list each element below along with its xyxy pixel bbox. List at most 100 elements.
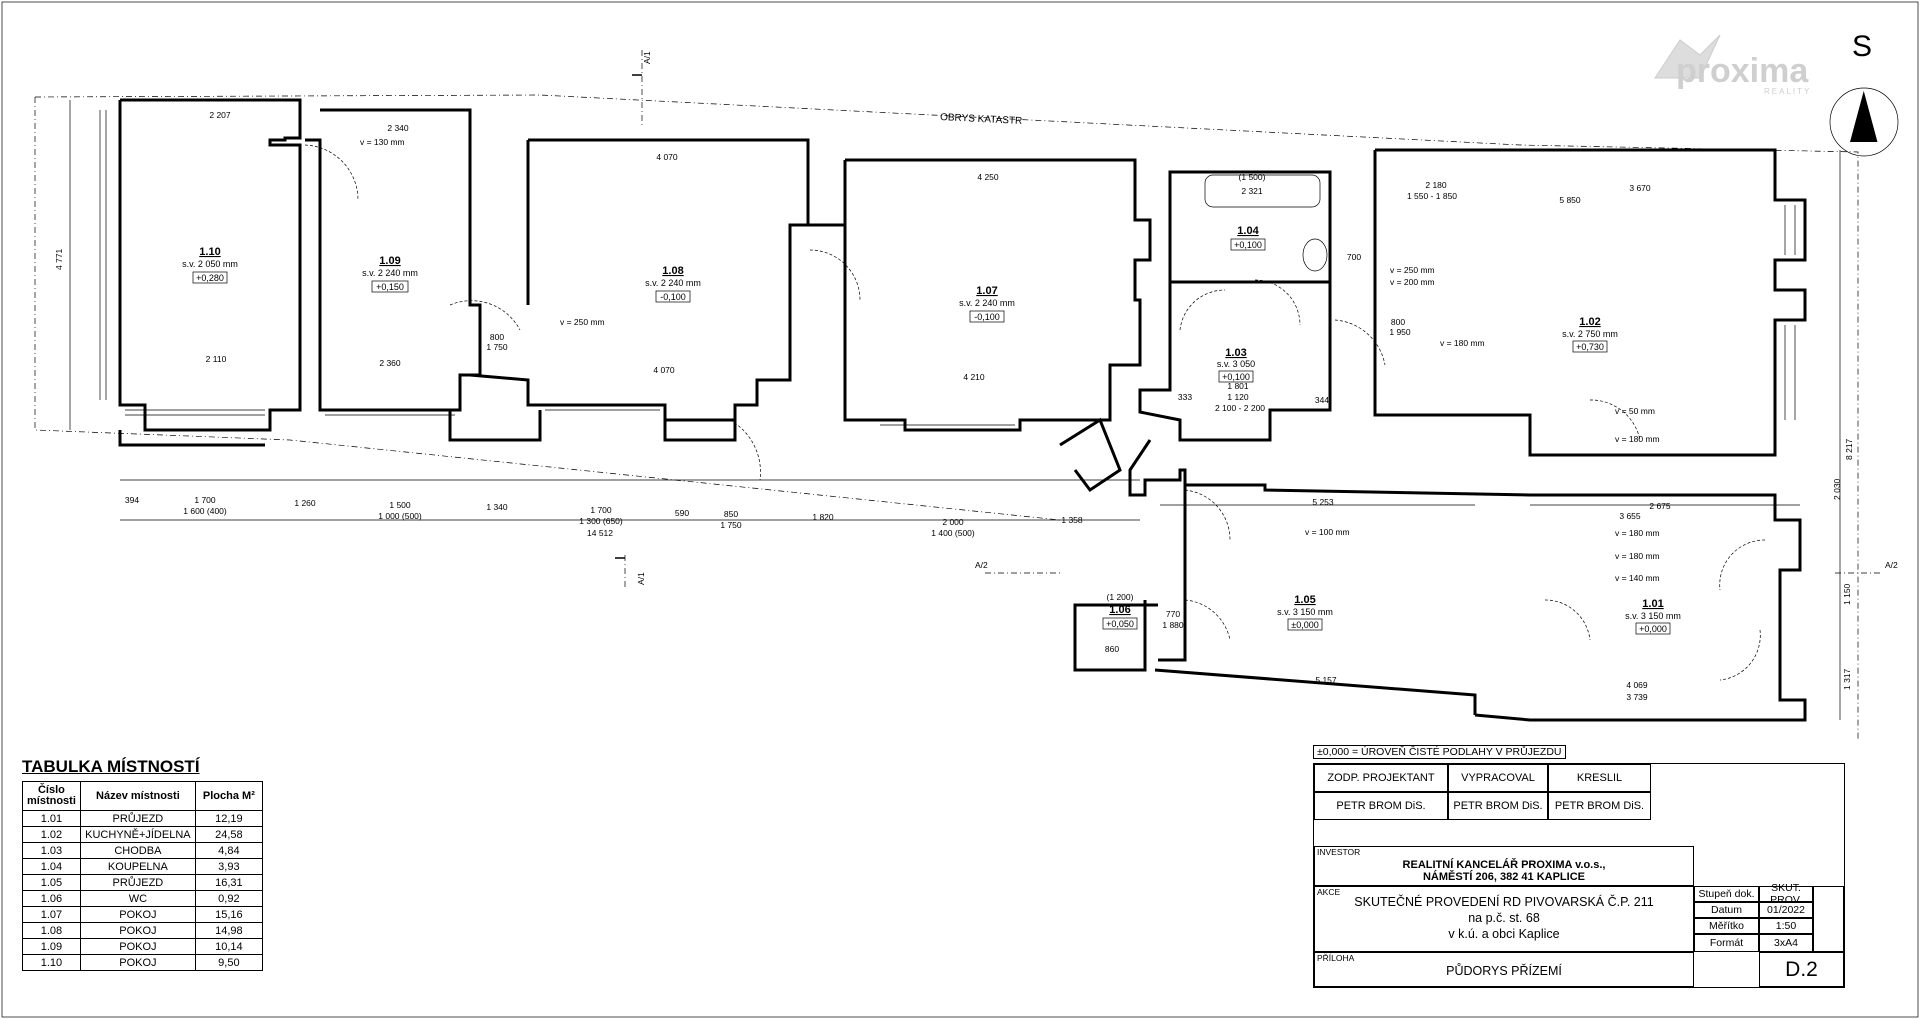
room-table: TABULKA MÍSTNOSTÍ Číslo místnosti Název …	[22, 757, 263, 971]
svg-text:1 820: 1 820	[812, 512, 834, 522]
investor-label: INVESTOR	[1317, 847, 1361, 857]
svg-text:v = 180 mm: v = 180 mm	[1440, 338, 1485, 348]
svg-text:4 070: 4 070	[653, 365, 675, 375]
svg-text:+0,730: +0,730	[1576, 342, 1604, 352]
svg-text:1 750: 1 750	[720, 520, 742, 530]
svg-text:1.06: 1.06	[1109, 604, 1130, 616]
room-number-cell: 1.03	[22, 842, 81, 859]
svg-text:4 771: 4 771	[54, 248, 64, 270]
svg-text:s.v. 3 050: s.v. 3 050	[1217, 359, 1255, 369]
room-area-cell: 9,50	[194, 954, 263, 971]
hdr-kreslil: KRESLIL	[1548, 764, 1651, 792]
investor-line-1: REALITNÍ KANCELÁŘ PROXIMA v.o.s.,	[1402, 859, 1606, 871]
logo-brand: proxima	[1676, 52, 1809, 90]
svg-text:1.10: 1.10	[199, 246, 220, 258]
priloha-label: PŘÍLOHA	[1317, 953, 1355, 963]
svg-text:1 317: 1 317	[1842, 668, 1852, 690]
svg-text:1 700: 1 700	[590, 505, 612, 515]
svg-text:1 260: 1 260	[294, 498, 316, 508]
svg-text:394: 394	[125, 495, 139, 505]
room-number-cell: 1.02	[22, 826, 81, 843]
svg-text:4 069: 4 069	[1626, 680, 1648, 690]
room-table-grid: Číslo místnosti Název místnosti Plocha M…	[22, 781, 263, 971]
svg-text:1 120: 1 120	[1227, 392, 1249, 402]
room-name-cell: KUCHYNĚ+JÍDELNA	[79, 826, 196, 843]
akce-cell	[1314, 886, 1694, 952]
svg-text:(1 500): (1 500)	[1239, 172, 1266, 182]
svg-text:333: 333	[1178, 392, 1192, 402]
hdr-vypracoval: VYPRACOVAL	[1448, 764, 1548, 792]
svg-text:770: 770	[1166, 609, 1180, 619]
title-block: ZODP. PROJEKTANT VYPRACOVAL KRESLIL PETR…	[1313, 763, 1845, 988]
bath-fixtures	[1204, 174, 1328, 272]
svg-text:2 000: 2 000	[942, 517, 964, 527]
datum-value: 01/2022	[1759, 902, 1813, 918]
akce-label: AKCE	[1317, 887, 1341, 897]
svg-text:1 400 (500): 1 400 (500)	[931, 528, 975, 538]
svg-text:860: 860	[1105, 644, 1119, 654]
svg-text:800: 800	[490, 332, 504, 342]
akce-line-3: v k.ú. a obci Kaplice	[1448, 927, 1560, 941]
obrys-label: OBRYS KATASTR	[940, 112, 1023, 127]
room-number-cell: 1.06	[22, 890, 81, 907]
meritko-value: 1:50	[1759, 918, 1813, 934]
room-area-cell: 4,84	[194, 842, 263, 859]
format-value: 3xA4	[1759, 934, 1813, 952]
svg-text:1 300 (650): 1 300 (650)	[579, 516, 623, 526]
svg-text:850: 850	[724, 509, 738, 519]
svg-text:+0,050: +0,050	[1106, 619, 1134, 629]
svg-text:v = 250 mm: v = 250 mm	[1390, 265, 1435, 275]
investor-line-2: NÁMĚSTÍ 206, 382 41 KAPLICE	[1422, 871, 1585, 883]
svg-text:1 801: 1 801	[1227, 381, 1249, 391]
header-room-name: Název místnosti	[79, 781, 196, 811]
svg-text:344: 344	[1315, 395, 1329, 405]
val-projektant: PETR BROM DiS.	[1314, 792, 1448, 820]
svg-text:-0,100: -0,100	[974, 312, 1000, 322]
svg-text:1.04: 1.04	[1237, 225, 1259, 237]
svg-text:v = 180 mm: v = 180 mm	[1615, 551, 1660, 561]
svg-text:v = 180 mm: v = 180 mm	[1615, 528, 1660, 538]
room-name-cell: POKOJ	[79, 906, 196, 923]
svg-text:1 500: 1 500	[389, 500, 411, 510]
svg-text:v = 180 mm: v = 180 mm	[1615, 434, 1660, 444]
svg-text:1 000 (500): 1 000 (500)	[378, 511, 422, 521]
svg-text:1.02: 1.02	[1579, 316, 1600, 328]
svg-text:590: 590	[675, 508, 689, 518]
room-name-cell: CHODBA	[79, 842, 196, 859]
room-number-cell: 1.07	[22, 906, 81, 923]
svg-text:(1 200): (1 200)	[1107, 592, 1134, 602]
svg-text:8 217: 8 217	[1844, 438, 1854, 460]
priloha-cell	[1314, 952, 1694, 987]
svg-text:1 550 - 1 850: 1 550 - 1 850	[1407, 191, 1457, 201]
room-label-1-06: 1.06 +0,050	[1102, 604, 1138, 630]
room-name-cell: PRŮJEZD	[79, 874, 196, 891]
svg-text:v = 100 mm: v = 100 mm	[1305, 527, 1350, 537]
svg-text:2 360: 2 360	[379, 358, 401, 368]
proxima-logo: proxima REALITY	[1654, 34, 1809, 96]
room-name-cell: KOUPELNA	[79, 858, 196, 875]
format-label: Formát	[1694, 934, 1759, 952]
datum-label: Datum	[1694, 902, 1759, 918]
room-area-cell: 24,58	[194, 826, 263, 843]
svg-text:v = 200 mm: v = 200 mm	[1390, 277, 1435, 287]
room-label-1-08: 1.08 s.v. 2 240 mm -0,100	[645, 265, 701, 303]
svg-text:±0,000: ±0,000	[1291, 620, 1318, 630]
walls	[118, 98, 1807, 722]
svg-text:+0,280: +0,280	[196, 273, 224, 283]
washbasin-icon	[1302, 238, 1328, 272]
svg-text:2 100 - 2 200: 2 100 - 2 200	[1215, 403, 1265, 413]
svg-text:s.v. 3 150 mm: s.v. 3 150 mm	[1277, 607, 1333, 617]
room-area-cell: 14,98	[194, 922, 263, 939]
north-label: S	[1852, 30, 1872, 63]
room-label-1-09: 1.09 s.v. 2 240 mm +0,150	[362, 255, 418, 293]
svg-text:5 850: 5 850	[1559, 195, 1581, 205]
svg-text:3 655: 3 655	[1619, 511, 1641, 521]
section-markers: A/1 A/1 A/2 A/2	[615, 50, 1898, 590]
sheet-number: D.2	[1759, 952, 1844, 987]
room-number-cell: 1.01	[22, 810, 81, 827]
